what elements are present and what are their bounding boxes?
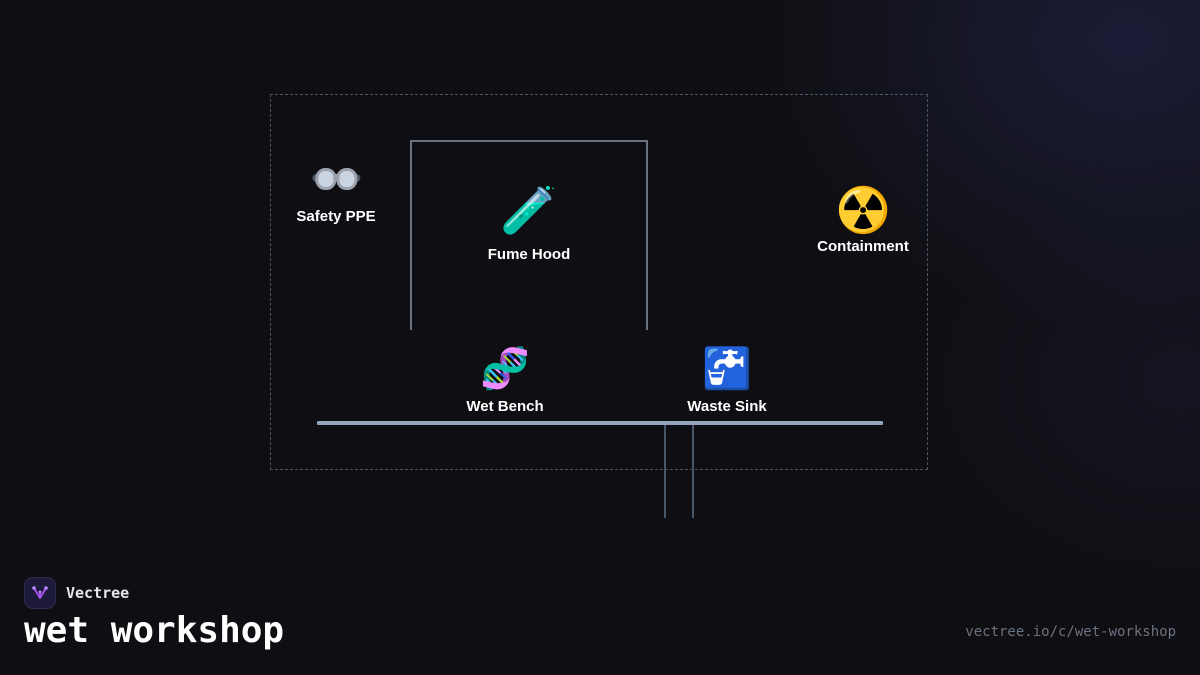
lab-boundary-frame: [270, 94, 928, 470]
brand: Vectree: [24, 577, 129, 609]
wet-bench-line: [317, 421, 883, 425]
node-wet-bench[interactable]: 🧬 Wet Bench: [466, 346, 543, 415]
share-url[interactable]: vectree.io/c/wet-workshop: [965, 624, 1176, 640]
node-fume-hood[interactable]: 🧪 Fume Hood: [488, 184, 571, 263]
dna-icon: 🧬: [480, 347, 530, 391]
node-containment[interactable]: ☢️ Containment: [817, 186, 909, 255]
node-label: Fume Hood: [487, 246, 571, 263]
node-label: Safety PPE: [296, 208, 376, 225]
node-label: Containment: [817, 238, 909, 255]
faucet-icon: 🚰: [702, 347, 752, 391]
drain-pipe-right: [692, 425, 694, 518]
node-safety-ppe[interactable]: Safety PPE: [296, 160, 376, 225]
test-tube-icon: 🧪: [500, 184, 558, 236]
fume-hood-frame: [410, 140, 648, 330]
radioactive-icon: ☢️: [835, 186, 891, 235]
goggles-icon: [312, 160, 360, 206]
page-title: wet workshop: [24, 610, 285, 651]
node-label: Wet Bench: [466, 398, 544, 415]
node-label: Waste Sink: [687, 398, 767, 415]
brand-name: Vectree: [66, 584, 130, 602]
drain-pipe-left: [664, 425, 666, 518]
vectree-logo-icon: [24, 577, 56, 609]
node-waste-sink[interactable]: 🚰 Waste Sink: [687, 346, 766, 415]
